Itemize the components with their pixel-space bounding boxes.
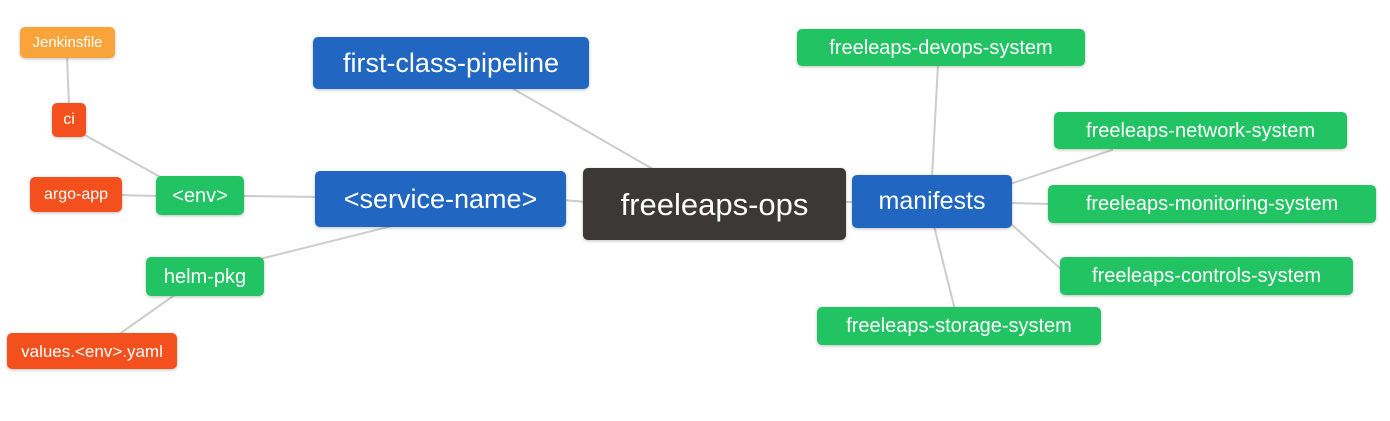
node-ci[interactable]: ci [52,103,86,137]
node-freeleaps-storage-system[interactable]: freeleaps-storage-system [817,307,1101,345]
node-freeleaps-monitoring-system[interactable]: freeleaps-monitoring-system [1048,185,1376,223]
edge-argo-app-env [117,194,161,197]
node-helm-pkg[interactable]: helm-pkg [146,257,264,296]
node-values-env-yaml[interactable]: values.<env>.yaml [7,333,177,369]
edge-jenkinsfile-ci [66,55,70,106]
edge-service-name-helm-pkg [259,223,401,260]
edge-manifests-network [1009,149,1113,185]
node-freeleaps-controls-system[interactable]: freeleaps-controls-system [1060,257,1353,295]
node-service-name[interactable]: <service-name> [315,171,566,227]
edge-manifests-monitoring [1009,202,1051,205]
node-freeleaps-network-system[interactable]: freeleaps-network-system [1054,112,1347,149]
node-freeleaps-ops-root[interactable]: freeleaps-ops [583,168,846,240]
edge-manifests-controls [1009,222,1064,272]
edge-env-service-name [241,195,319,198]
node-argo-app[interactable]: argo-app [30,177,122,212]
edge-service-name-root [562,199,587,203]
node-first-class-pipeline[interactable]: first-class-pipeline [313,37,589,89]
edge-helm-pkg-values [117,293,177,336]
node-freeleaps-devops-system[interactable]: freeleaps-devops-system [797,29,1085,66]
edge-manifests-storage [933,225,956,311]
edge-ci-env [82,133,163,179]
node-manifests[interactable]: manifests [852,175,1012,228]
node-env[interactable]: <env> [156,176,244,215]
edge-pipeline-root [509,86,659,173]
edge-manifests-devops [931,63,939,178]
node-jenkinsfile[interactable]: Jenkinsfile [20,27,115,58]
